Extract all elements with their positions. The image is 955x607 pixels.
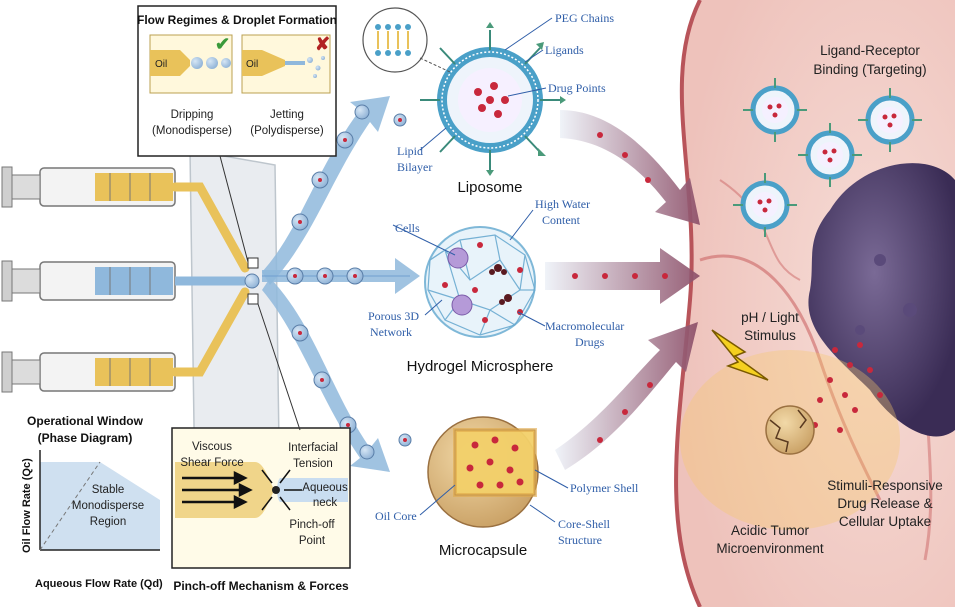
stimulus-label-2: Stimulus <box>744 328 796 343</box>
jetting-sublabel: (Polydisperse) <box>250 125 324 137</box>
region-label-3: Region <box>90 516 126 528</box>
syringe-bottom <box>1 351 176 393</box>
aqueous-label: Aqueous <box>302 482 348 494</box>
syringe-top <box>1 166 176 208</box>
jetting-label: Jetting <box>270 109 304 121</box>
pinch-label-2: Point <box>299 535 326 547</box>
drug-points-label: Drug Points <box>548 81 606 95</box>
binding-label: Ligand-Receptor <box>820 43 920 58</box>
cross-icon: ✘ <box>315 34 330 54</box>
dripping-sublabel: (Monodisperse) <box>152 125 232 137</box>
dripping-label: Dripping <box>171 109 214 121</box>
water-label: High Water <box>535 197 590 211</box>
phase-xlabel: Aqueous Flow Rate (Qd) <box>35 578 163 590</box>
macro-label-2: Drugs <box>575 335 605 349</box>
flow-regimes-title: Flow Regimes & Droplet Formation <box>137 13 337 27</box>
binding-label-2: Binding (Targeting) <box>813 62 926 77</box>
phase-ylabel: Oil Flow Rate (Qc) <box>21 458 33 553</box>
pinch-label: Pinch-off <box>289 519 335 531</box>
microcapsule-leaders <box>392 17 569 523</box>
oil-label-2: Oil <box>246 59 258 70</box>
interfacial-label-2: Tension <box>293 458 333 470</box>
targeting-liposomes <box>733 78 922 237</box>
pinch-off-panel <box>171 427 351 569</box>
acidic-label: Acidic Tumor <box>731 523 810 538</box>
phase-subtitle: (Phase Diagram) <box>38 431 133 445</box>
oil-tube-bottom <box>170 287 250 377</box>
released-drug-dots <box>802 342 883 448</box>
check-icon: ✔ <box>215 34 230 54</box>
lipid-label: Lipid <box>397 144 423 158</box>
phase-title: Operational Window <box>27 414 144 428</box>
microcapsule-title: Microcapsule <box>439 542 527 559</box>
hydrogel-title: Hydrogel Microsphere <box>407 358 554 375</box>
core-shell-label: Core-Shell <box>558 517 611 531</box>
syringe-middle <box>1 260 176 302</box>
interfacial-label: Interfacial <box>288 442 338 454</box>
porous-label-2: Network <box>370 325 412 339</box>
bilayer-label: Bilayer <box>397 160 432 174</box>
junction-marker-bottom <box>247 293 259 305</box>
water-label-2: Content <box>542 213 581 227</box>
droplets <box>286 104 412 460</box>
release-label-2: Drug Release & <box>837 496 932 511</box>
lightning-icon <box>711 329 769 381</box>
cracked-capsule-icon <box>765 405 815 455</box>
ligands-label: Ligands <box>545 43 584 57</box>
pinch-off-title: Pinch-off Mechanism & Forces <box>173 579 349 593</box>
tumor-cell <box>808 163 955 437</box>
liposome-icon <box>362 7 566 176</box>
flow-regimes-panel <box>137 5 337 157</box>
stimulus-label: pH / Light <box>741 310 799 325</box>
oil-tube-top <box>170 182 250 273</box>
aqueous-label-2: neck <box>313 497 338 509</box>
phase-diagram <box>39 450 160 551</box>
transfer-arrows <box>545 110 700 470</box>
junction-drop <box>244 273 260 289</box>
cells-label: Cells <box>395 221 420 235</box>
microcapsule-icon <box>427 416 539 528</box>
oil-label-1: Oil <box>155 59 167 70</box>
junction-marker-top <box>247 257 259 269</box>
oil-core-label: Oil Core <box>375 509 417 523</box>
peg-label: PEG Chains <box>555 11 614 25</box>
acidic-label-2: Microenvironment <box>716 541 824 556</box>
polymer-shell-label: Polymer Shell <box>570 481 639 495</box>
viscous-label: Viscous <box>192 441 232 453</box>
viscous-label-2: Shear Force <box>180 457 243 469</box>
flow-regimes-leader <box>219 155 249 263</box>
release-label-3: Cellular Uptake <box>839 514 931 529</box>
pinch-off-leader <box>257 303 301 431</box>
region-label: Stable <box>92 484 125 496</box>
hydrogel-icon <box>424 226 536 338</box>
region-label-2: Monodisperse <box>72 500 144 512</box>
porous-label: Porous 3D <box>368 309 419 323</box>
core-shell-label-2: Structure <box>558 533 602 547</box>
liposome-title: Liposome <box>457 179 522 196</box>
release-label: Stimuli-Responsive <box>827 478 943 493</box>
macro-label: Macromolecular <box>545 319 624 333</box>
